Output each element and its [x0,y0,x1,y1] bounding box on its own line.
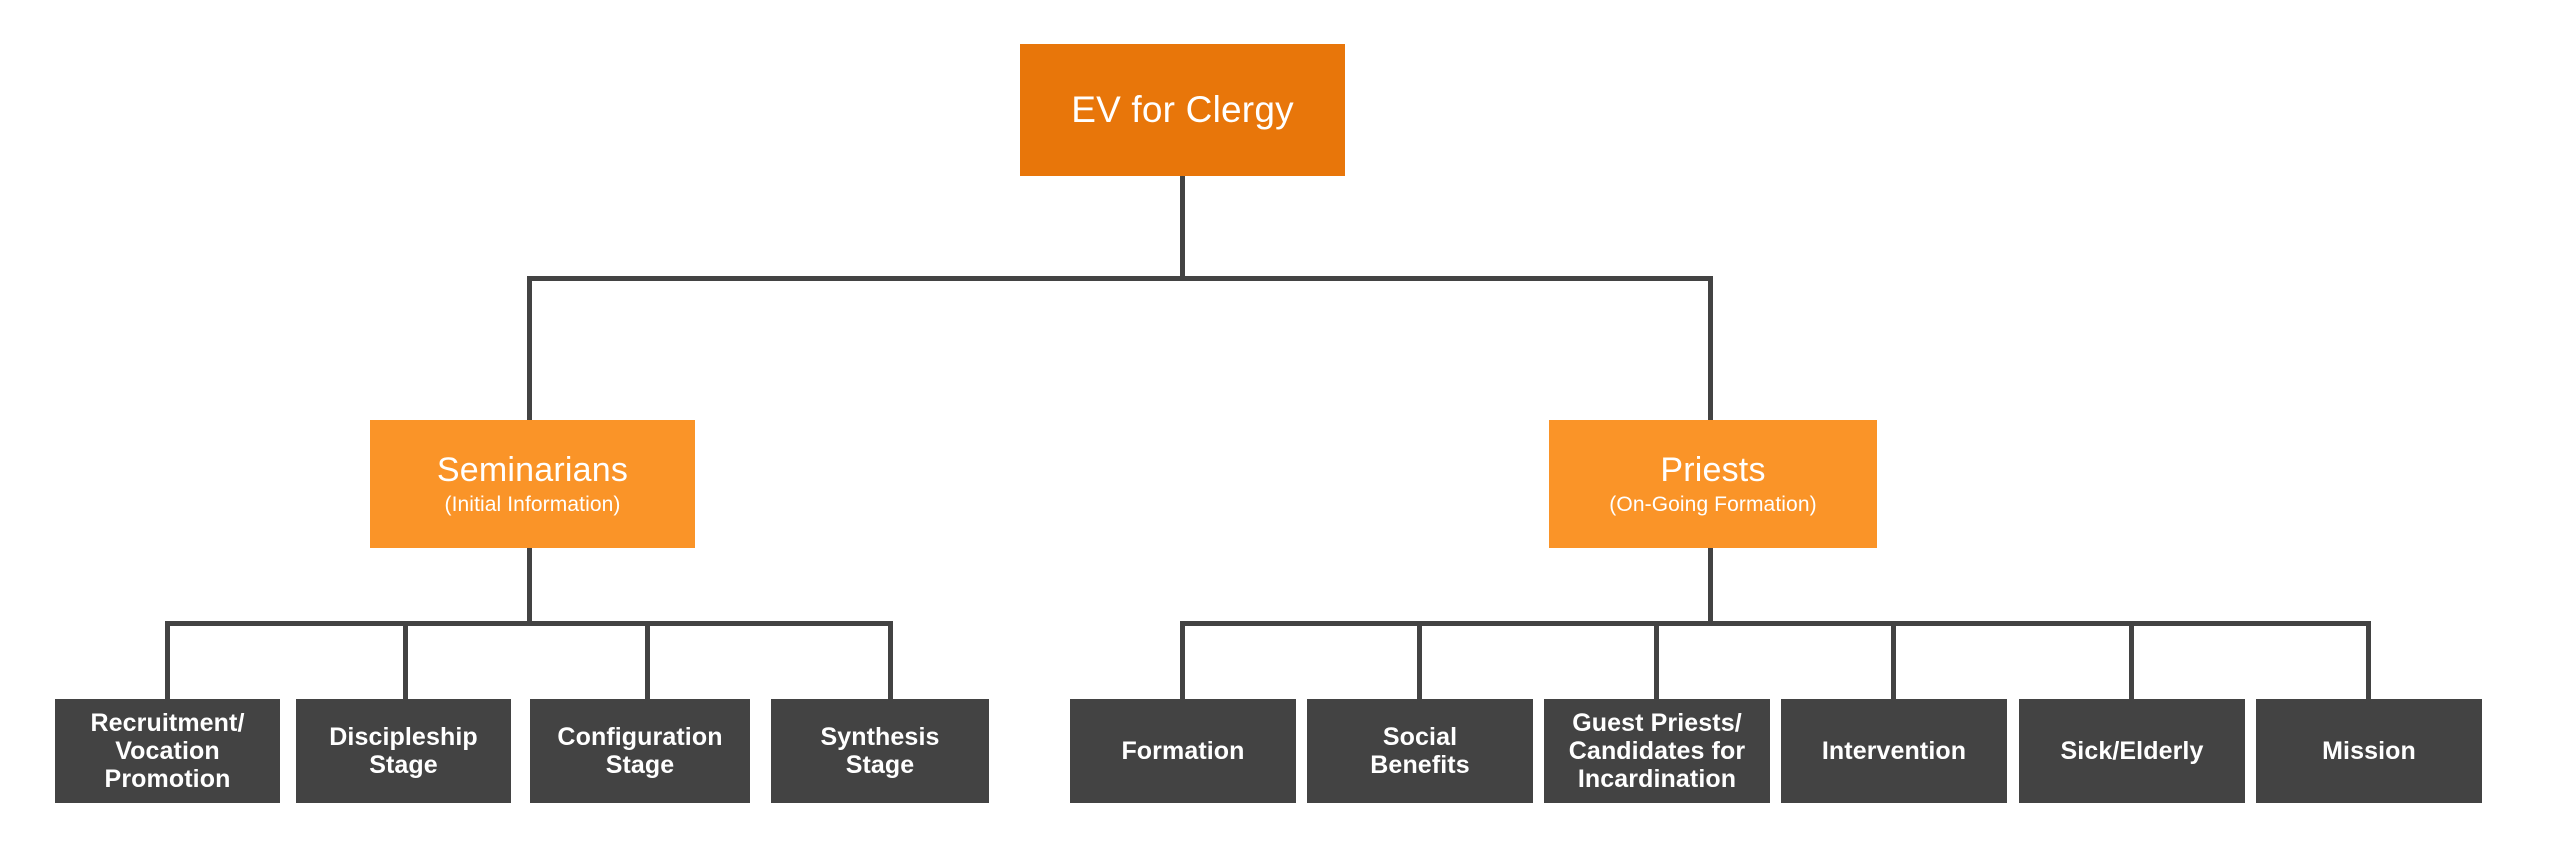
connector-seminarians-bus [165,621,893,626]
node-recruitment-vocation-promotion[interactable]: Recruitment/ Vocation Promotion [55,699,280,803]
connector-priests-stem [1708,548,1713,626]
node-synthesis-stage[interactable]: Synthesis Stage [771,699,989,803]
node-social-benefits-label: Social Benefits [1370,723,1470,779]
connector-drop-synthesis-stage [888,621,893,701]
connector-drop-intervention [1891,621,1896,701]
connector-root-stem [1180,175,1185,279]
node-configuration-stage-label: Configuration Stage [557,723,723,779]
node-guest-priests-candidates-for-incardination[interactable]: Guest Priests/ Candidates for Incardinat… [1544,699,1770,803]
connector-priests-bus [1180,621,2370,626]
node-priests-label: Priests [1660,451,1766,490]
connector-drop-sick-elderly [2129,621,2134,701]
node-discipleship-stage-label: Discipleship Stage [329,723,478,779]
node-intervention-label: Intervention [1821,737,1967,765]
connector-drop-seminarians [527,276,532,424]
node-sick-elderly-label: Sick/Elderly [2060,737,2204,765]
node-seminarians-label: Seminarians [436,451,629,490]
node-social-benefits[interactable]: Social Benefits [1307,699,1533,803]
node-synthesis-stage-label: Synthesis Stage [820,723,940,779]
connector-drop-mission [2366,621,2371,701]
node-priests[interactable]: Priests (On-Going Formation) [1549,420,1877,548]
connector-drop-discipleship-stage [403,621,408,701]
node-mission[interactable]: Mission [2256,699,2482,803]
connector-drop-configuration-stage [645,621,650,701]
connector-drop-recruitment-vocation-promotion [165,621,170,701]
connector-drop-formation [1180,621,1185,701]
node-formation-label: Formation [1121,737,1245,765]
node-seminarians-subtitle: (Initial Information) [444,493,621,517]
connector-drop-priests [1708,276,1713,424]
connector-level1-bus [527,276,1713,281]
node-sick-elderly[interactable]: Sick/Elderly [2019,699,2245,803]
connector-drop-guest-priests [1654,621,1659,701]
node-priests-subtitle: (On-Going Formation) [1609,493,1817,517]
node-ev-for-clergy-label: EV for Clergy [1071,89,1294,131]
node-seminarians[interactable]: Seminarians (Initial Information) [370,420,695,548]
node-ev-for-clergy[interactable]: EV for Clergy [1020,44,1345,176]
connector-drop-social-benefits [1417,621,1422,701]
node-formation[interactable]: Formation [1070,699,1296,803]
node-guest-priests-candidates-for-incardination-label: Guest Priests/ Candidates for Incardinat… [1568,709,1746,793]
node-recruitment-vocation-promotion-label: Recruitment/ Vocation Promotion [90,709,245,793]
node-configuration-stage[interactable]: Configuration Stage [530,699,750,803]
node-discipleship-stage[interactable]: Discipleship Stage [296,699,511,803]
node-mission-label: Mission [2322,737,2416,765]
connector-seminarians-stem [527,548,532,626]
node-intervention[interactable]: Intervention [1781,699,2007,803]
